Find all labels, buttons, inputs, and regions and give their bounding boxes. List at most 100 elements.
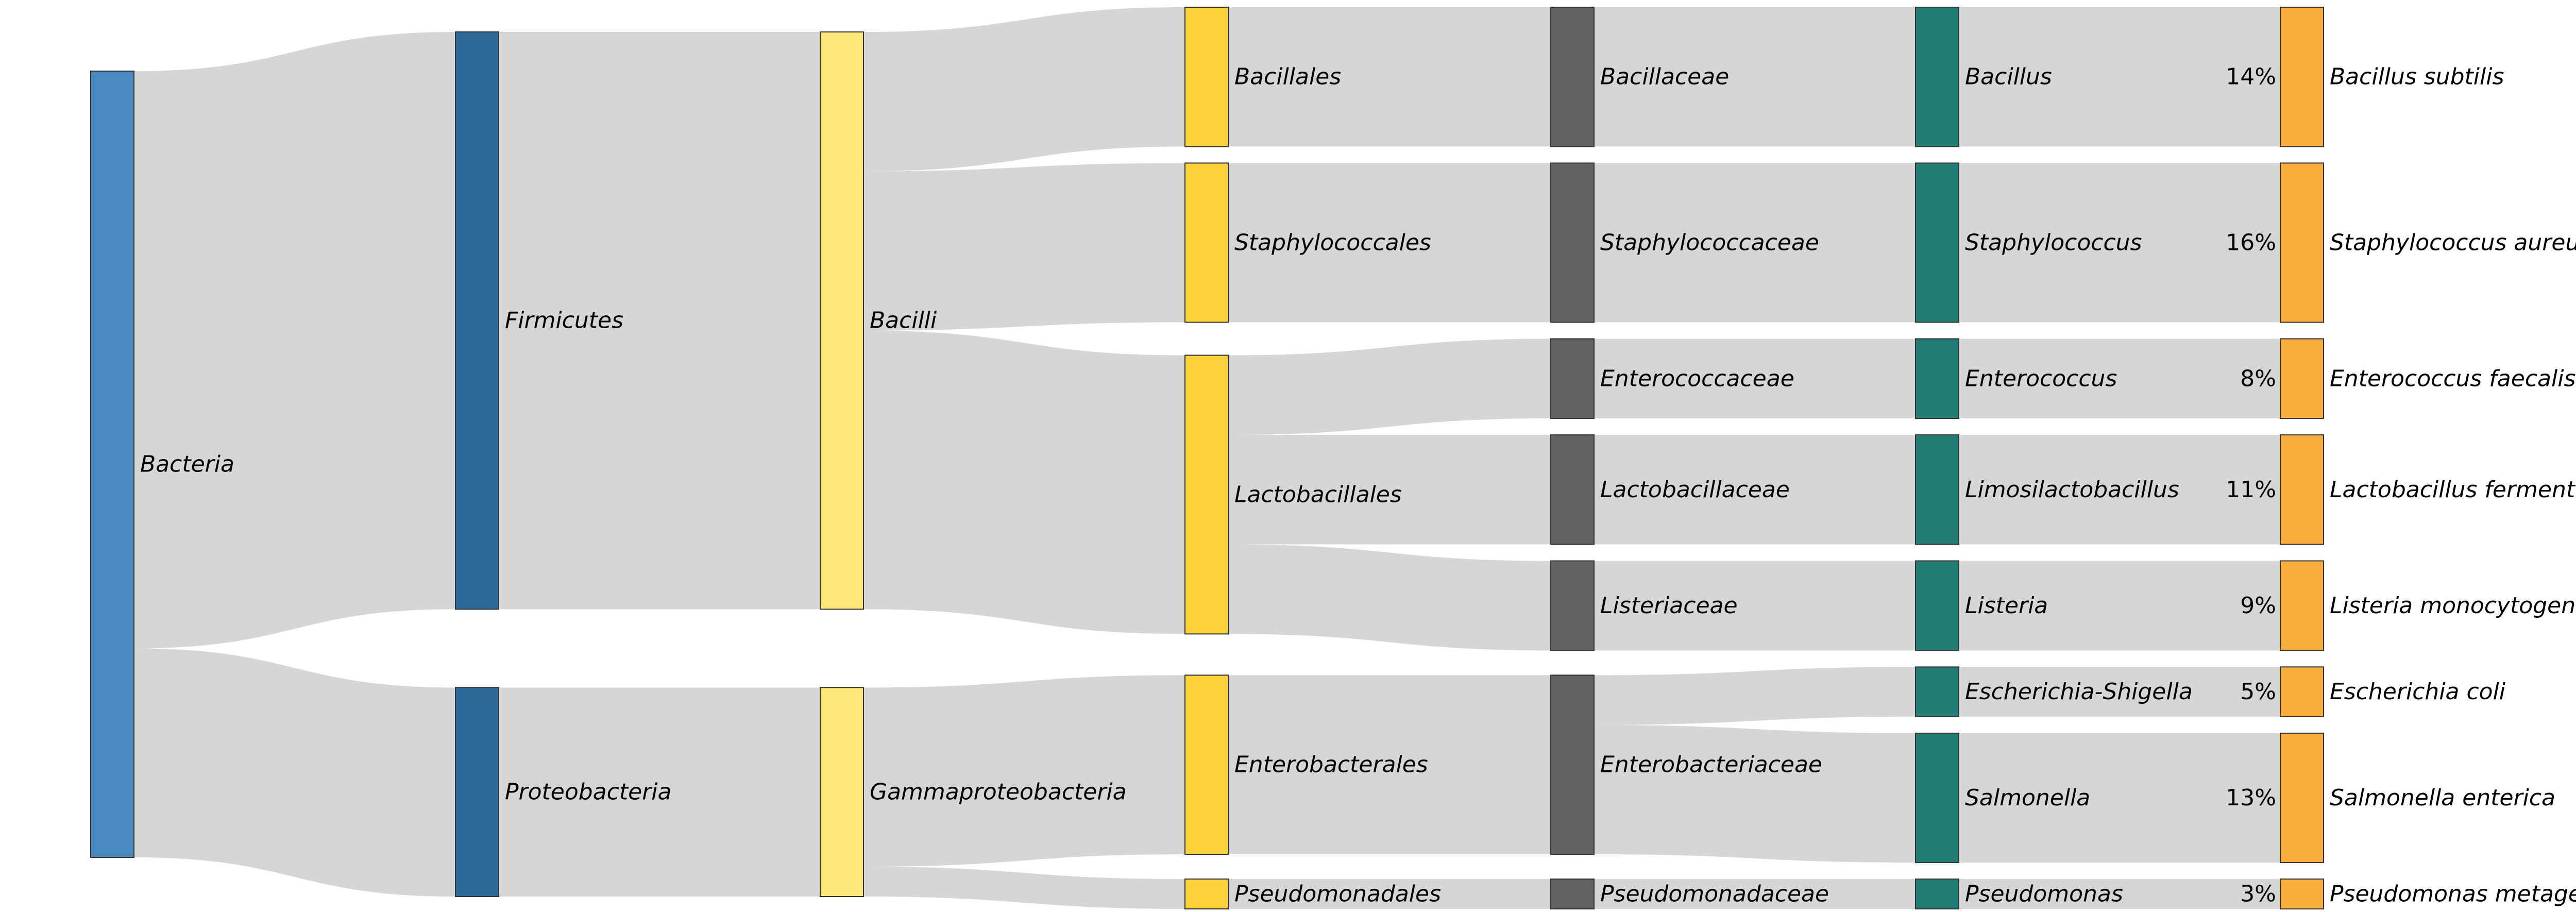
percent-label-staphylococcus-aureus: 16% [2226, 229, 2276, 256]
link-lactobacillales-to-listeriaceae [1228, 544, 1551, 651]
link-bacillales-to-bacillaceae [1228, 7, 1551, 147]
node-label-enterococcus-faecalis: Enterococcus faecalis [2330, 365, 2575, 392]
node-label-escherichia-coli: Escherichia coli [2330, 679, 2506, 705]
link-bacilli-to-lactobacillales [863, 330, 1185, 634]
node-label-listeria: Listeria [1965, 593, 2048, 619]
node-pseudomonadales [1184, 879, 1229, 910]
link-gammaproteobacteria-to-pseudomonadales [863, 867, 1185, 909]
link-pseudomonadales-to-pseudomonadaceae [1228, 879, 1551, 909]
link-lactobacillaceae-to-limosilactobacillus [1594, 435, 1916, 545]
percent-label-bacillus-subtilis: 14% [2226, 64, 2276, 90]
link-enterobacterales-to-enterobacteriaceae [1228, 675, 1551, 855]
node-label-salmonella: Salmonella [1965, 785, 2090, 811]
node-lactobacillaceae [1550, 434, 1595, 545]
node-label-lactobacillaceae: Lactobacillaceae [1600, 477, 1790, 503]
link-bacteria-to-proteobacteria [134, 648, 455, 897]
node-salmonella [1915, 732, 1959, 864]
node-label-enterococcaceae: Enterococcaceae [1600, 365, 1794, 392]
node-pseudomonadaceae [1550, 879, 1595, 910]
node-label-enterobacteriaceae: Enterobacteriaceae [1600, 752, 1822, 778]
node-label-pseudomonadaceae: Pseudomonadaceae [1600, 881, 1829, 907]
node-label-bacillales: Bacillales [1234, 64, 1341, 90]
node-escherichia-shigella [1915, 666, 1959, 717]
link-listeriaceae-to-listeria [1594, 561, 1916, 651]
node-staphylococcus-aureus [2280, 162, 2324, 323]
node-label-firmicutes: Firmicutes [505, 308, 623, 334]
node-staphylococcales [1184, 162, 1229, 323]
link-enterobacteriaceae-to-escherichia-shigella [1594, 667, 1916, 725]
percent-label-listeria-monocytogenes: 9% [2240, 593, 2276, 619]
link-pseudomonas-to-pseudomonas-metagenome [1959, 879, 2280, 909]
link-bacilli-to-staphylococcales [863, 163, 1185, 331]
node-label-bacilli: Bacilli [870, 308, 937, 334]
node-bacillus-subtilis [2280, 7, 2324, 147]
link-bacillaceae-to-bacillus [1594, 7, 1916, 147]
node-staphylococcus [1915, 162, 1959, 323]
node-label-enterobacterales: Enterobacterales [1234, 752, 1428, 778]
percent-label-salmonella-enterica: 13% [2226, 785, 2276, 811]
links-layer [134, 7, 2280, 909]
link-enterococcaceae-to-enterococcus [1594, 339, 1916, 419]
labels-layer: BacteriaFirmicutesProteobacteriaBacilliG… [140, 64, 2576, 907]
node-proteobacteria [455, 687, 499, 897]
link-firmicutes-to-bacilli [499, 32, 820, 610]
node-bacilli [820, 31, 864, 610]
node-label-lactobacillus-fermentum: Lactobacillus fermentum [2330, 477, 2576, 503]
node-label-staphylococcus: Staphylococcus [1965, 229, 2142, 256]
link-salmonella-to-salmonella-enterica [1959, 733, 2280, 863]
link-proteobacteria-to-gammaproteobacteria [499, 687, 820, 897]
node-label-staphylococcaceae: Staphylococcaceae [1600, 229, 1819, 256]
link-pseudomonadaceae-to-pseudomonas [1594, 879, 1916, 909]
node-firmicutes [455, 31, 499, 610]
percent-label-lactobacillus-fermentum: 11% [2226, 477, 2276, 503]
link-bacillus-to-bacillus-subtilis [1959, 7, 2280, 147]
percent-label-enterococcus-faecalis: 8% [2240, 365, 2276, 392]
node-label-salmonella-enterica: Salmonella enterica [2330, 785, 2555, 811]
node-enterococcus-faecalis [2280, 338, 2324, 419]
node-label-limosilactobacillus: Limosilactobacillus [1965, 477, 2179, 503]
node-label-enterococcus: Enterococcus [1965, 365, 2117, 392]
node-bacillaceae [1550, 7, 1595, 147]
node-label-lactobacillales: Lactobacillales [1234, 481, 1402, 508]
link-lactobacillales-to-lactobacillaceae [1228, 435, 1551, 545]
node-pseudomonas [1915, 879, 1959, 910]
node-salmonella-enterica [2280, 732, 2324, 864]
link-escherichia-shigella-to-escherichia-coli [1959, 667, 2280, 717]
link-staphylococcaceae-to-staphylococcus [1594, 163, 1916, 323]
link-bacilli-to-bacillales [863, 7, 1185, 172]
node-bacillus [1915, 7, 1959, 147]
node-gammaproteobacteria [820, 687, 864, 897]
node-lactobacillus-fermentum [2280, 434, 2324, 545]
node-label-bacillus-subtilis: Bacillus subtilis [2330, 64, 2504, 90]
percent-label-pseudomonas-metagenome: 3% [2240, 881, 2276, 907]
link-gammaproteobacteria-to-enterobacterales [863, 675, 1185, 867]
node-label-listeriaceae: Listeriaceae [1600, 593, 1738, 619]
node-listeria-monocytogenes [2280, 560, 2324, 651]
node-label-pseudomonadales: Pseudomonadales [1234, 881, 1441, 907]
node-label-pseudomonas: Pseudomonas [1965, 881, 2123, 907]
link-listeria-to-listeria-monocytogenes [1959, 561, 2280, 651]
node-bacteria [90, 71, 134, 858]
link-limosilactobacillus-to-lactobacillus-fermentum [1959, 435, 2280, 545]
node-label-pseudomonas-metagenome: Pseudomonas metagenome [2330, 881, 2576, 907]
node-bacillales [1184, 7, 1229, 147]
link-staphylococcales-to-staphylococcaceae [1228, 163, 1551, 323]
node-label-gammaproteobacteria: Gammaproteobacteria [870, 779, 1127, 805]
node-enterobacterales [1184, 674, 1229, 855]
node-label-bacillus: Bacillus [1965, 64, 2052, 90]
percent-label-escherichia-coli: 5% [2240, 679, 2276, 705]
node-lactobacillales [1184, 354, 1229, 635]
nodes-layer [90, 7, 2324, 910]
link-staphylococcus-to-staphylococcus-aureus [1959, 163, 2280, 323]
node-listeriaceae [1550, 560, 1595, 651]
node-enterobacteriaceae [1550, 674, 1595, 855]
node-label-listeria-monocytogenes: Listeria monocytogenes [2330, 593, 2576, 619]
link-lactobacillales-to-enterococcaceae [1228, 339, 1551, 435]
node-listeria [1915, 560, 1959, 651]
node-label-bacillaceae: Bacillaceae [1600, 64, 1729, 90]
node-staphylococcaceae [1550, 162, 1595, 323]
node-label-bacteria: Bacteria [140, 451, 234, 478]
node-limosilactobacillus [1915, 434, 1959, 545]
node-enterococcus [1915, 338, 1959, 419]
